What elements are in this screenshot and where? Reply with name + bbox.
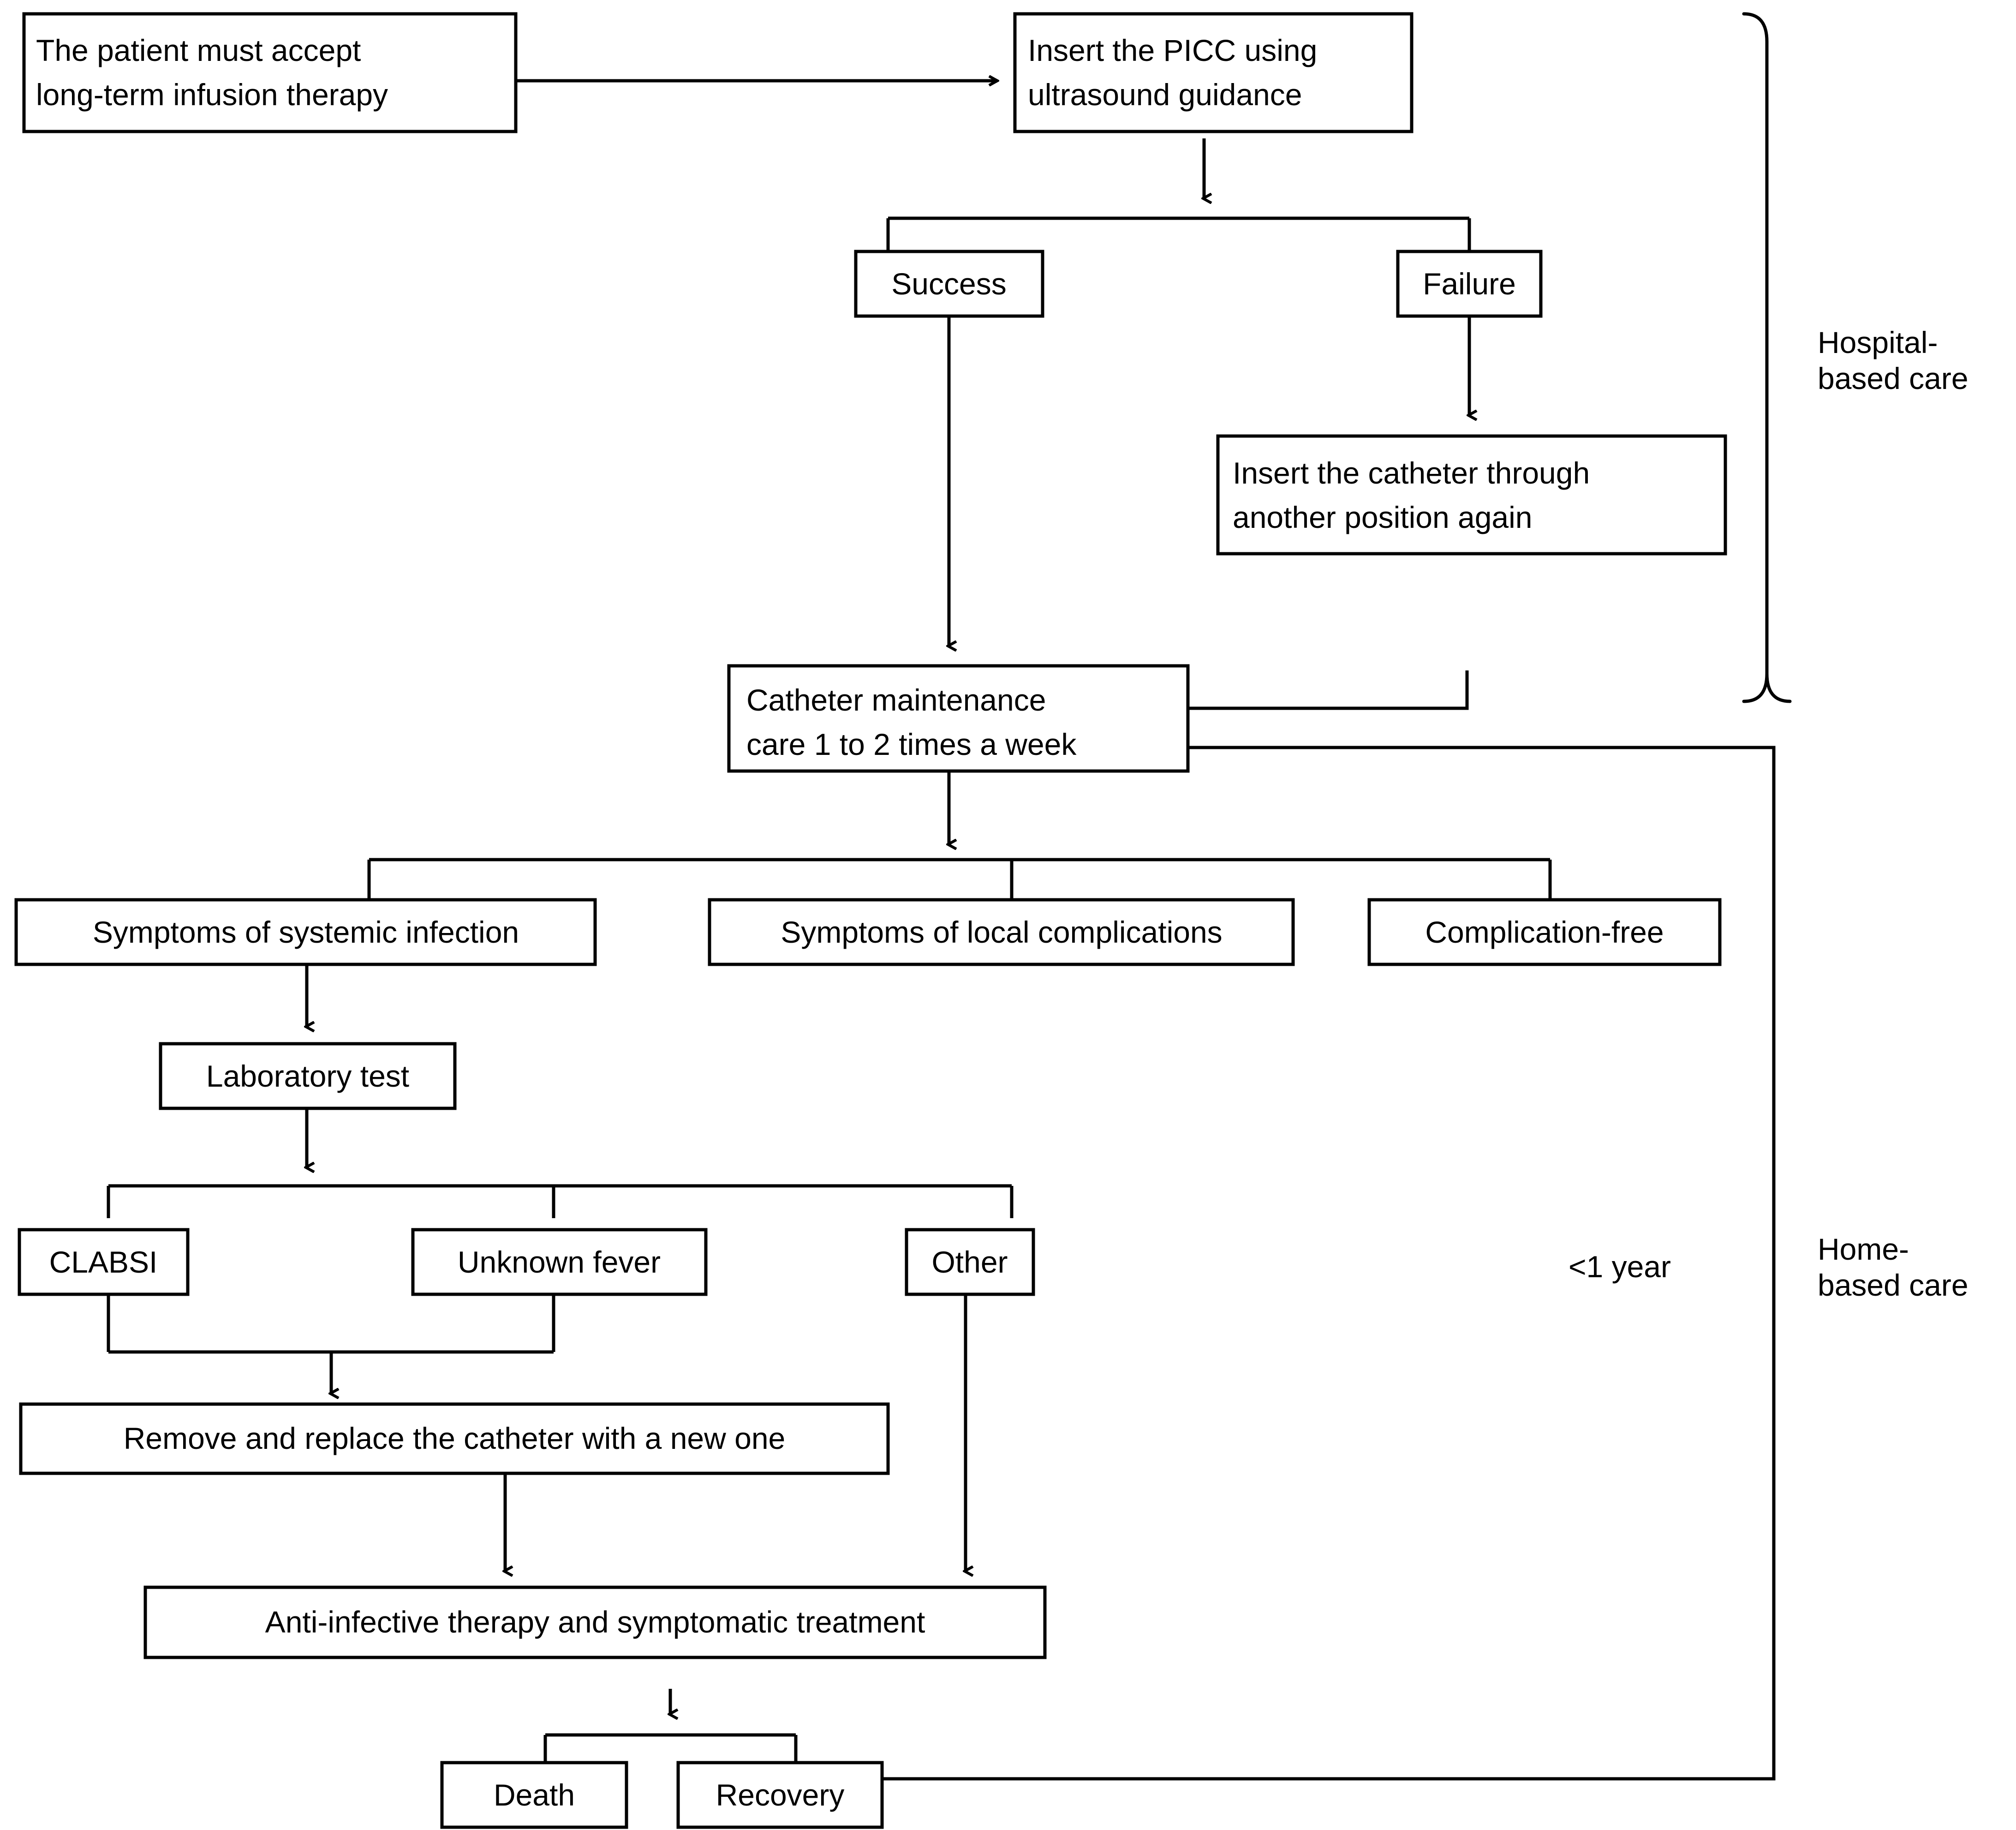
node-anti-infective bbox=[143, 1585, 1047, 1659]
node-local-complications bbox=[708, 898, 1295, 966]
node-failure-label: Failure bbox=[1423, 267, 1516, 301]
node-success-label: Success bbox=[891, 267, 1006, 301]
edge-reinsert-to-maintenance bbox=[1186, 670, 1469, 708]
node-success bbox=[854, 250, 1044, 318]
node-recovery bbox=[676, 1761, 884, 1829]
node-clabsi bbox=[18, 1228, 190, 1296]
node-remove-replace bbox=[19, 1402, 890, 1475]
node-systemic-infection bbox=[14, 898, 597, 966]
annotation-hospital-care-line1: Hospital- bbox=[1818, 325, 1938, 359]
node-reinsert-line1: Insert the catheter through bbox=[1233, 456, 1590, 490]
node-complication-free-label: Complication-free bbox=[1425, 915, 1664, 949]
node-failure bbox=[1396, 250, 1543, 318]
node-accept-therapy-line1: The patient must accept bbox=[36, 33, 361, 67]
node-reinsert bbox=[1216, 434, 1727, 556]
node-death bbox=[440, 1761, 628, 1829]
node-maintenance-line1: Catheter maintenance bbox=[746, 683, 1046, 717]
node-insert-picc-line1: Insert the PICC using bbox=[1028, 33, 1317, 67]
node-accept-therapy-line2: long-term infusion therapy bbox=[36, 78, 388, 112]
node-clabsi-label: CLABSI bbox=[49, 1245, 158, 1279]
node-other-label: Other bbox=[931, 1245, 1008, 1279]
node-reinsert-line2: another position again bbox=[1233, 500, 1533, 534]
node-systemic-infection-label: Symptoms of systemic infection bbox=[93, 915, 519, 949]
node-unknown-fever bbox=[411, 1228, 708, 1296]
hospital-care-bracket bbox=[1742, 12, 1792, 703]
node-recovery-label: Recovery bbox=[716, 1778, 845, 1812]
node-death-label: Death bbox=[494, 1778, 575, 1812]
node-maintenance-line2: care 1 to 2 times a week bbox=[746, 727, 1077, 761]
annotation-home-care-line1: Home- bbox=[1818, 1232, 1909, 1266]
annotation-home-care-line2: based care bbox=[1818, 1268, 1968, 1302]
edge-recovery-loop-to-maintenance bbox=[882, 748, 1776, 1781]
node-complication-free bbox=[1367, 898, 1722, 966]
node-accept-therapy bbox=[22, 12, 518, 133]
node-lab-test bbox=[159, 1042, 457, 1110]
node-insert-picc bbox=[1013, 12, 1414, 133]
node-maintenance bbox=[727, 664, 1190, 773]
node-local-complications-label: Symptoms of local complications bbox=[781, 915, 1222, 949]
node-anti-infective-label: Anti-infective therapy and symptomatic t… bbox=[265, 1605, 925, 1639]
node-lab-test-label: Laboratory test bbox=[206, 1059, 409, 1093]
annotation-hospital-care-line2: based care bbox=[1818, 361, 1968, 395]
node-unknown-fever-label: Unknown fever bbox=[458, 1245, 661, 1279]
node-other bbox=[905, 1228, 1035, 1296]
node-remove-replace-label: Remove and replace the catheter with a n… bbox=[124, 1421, 786, 1455]
node-insert-picc-line2: ultrasound guidance bbox=[1028, 78, 1302, 112]
annotation-duration: <1 year bbox=[1569, 1250, 1671, 1284]
